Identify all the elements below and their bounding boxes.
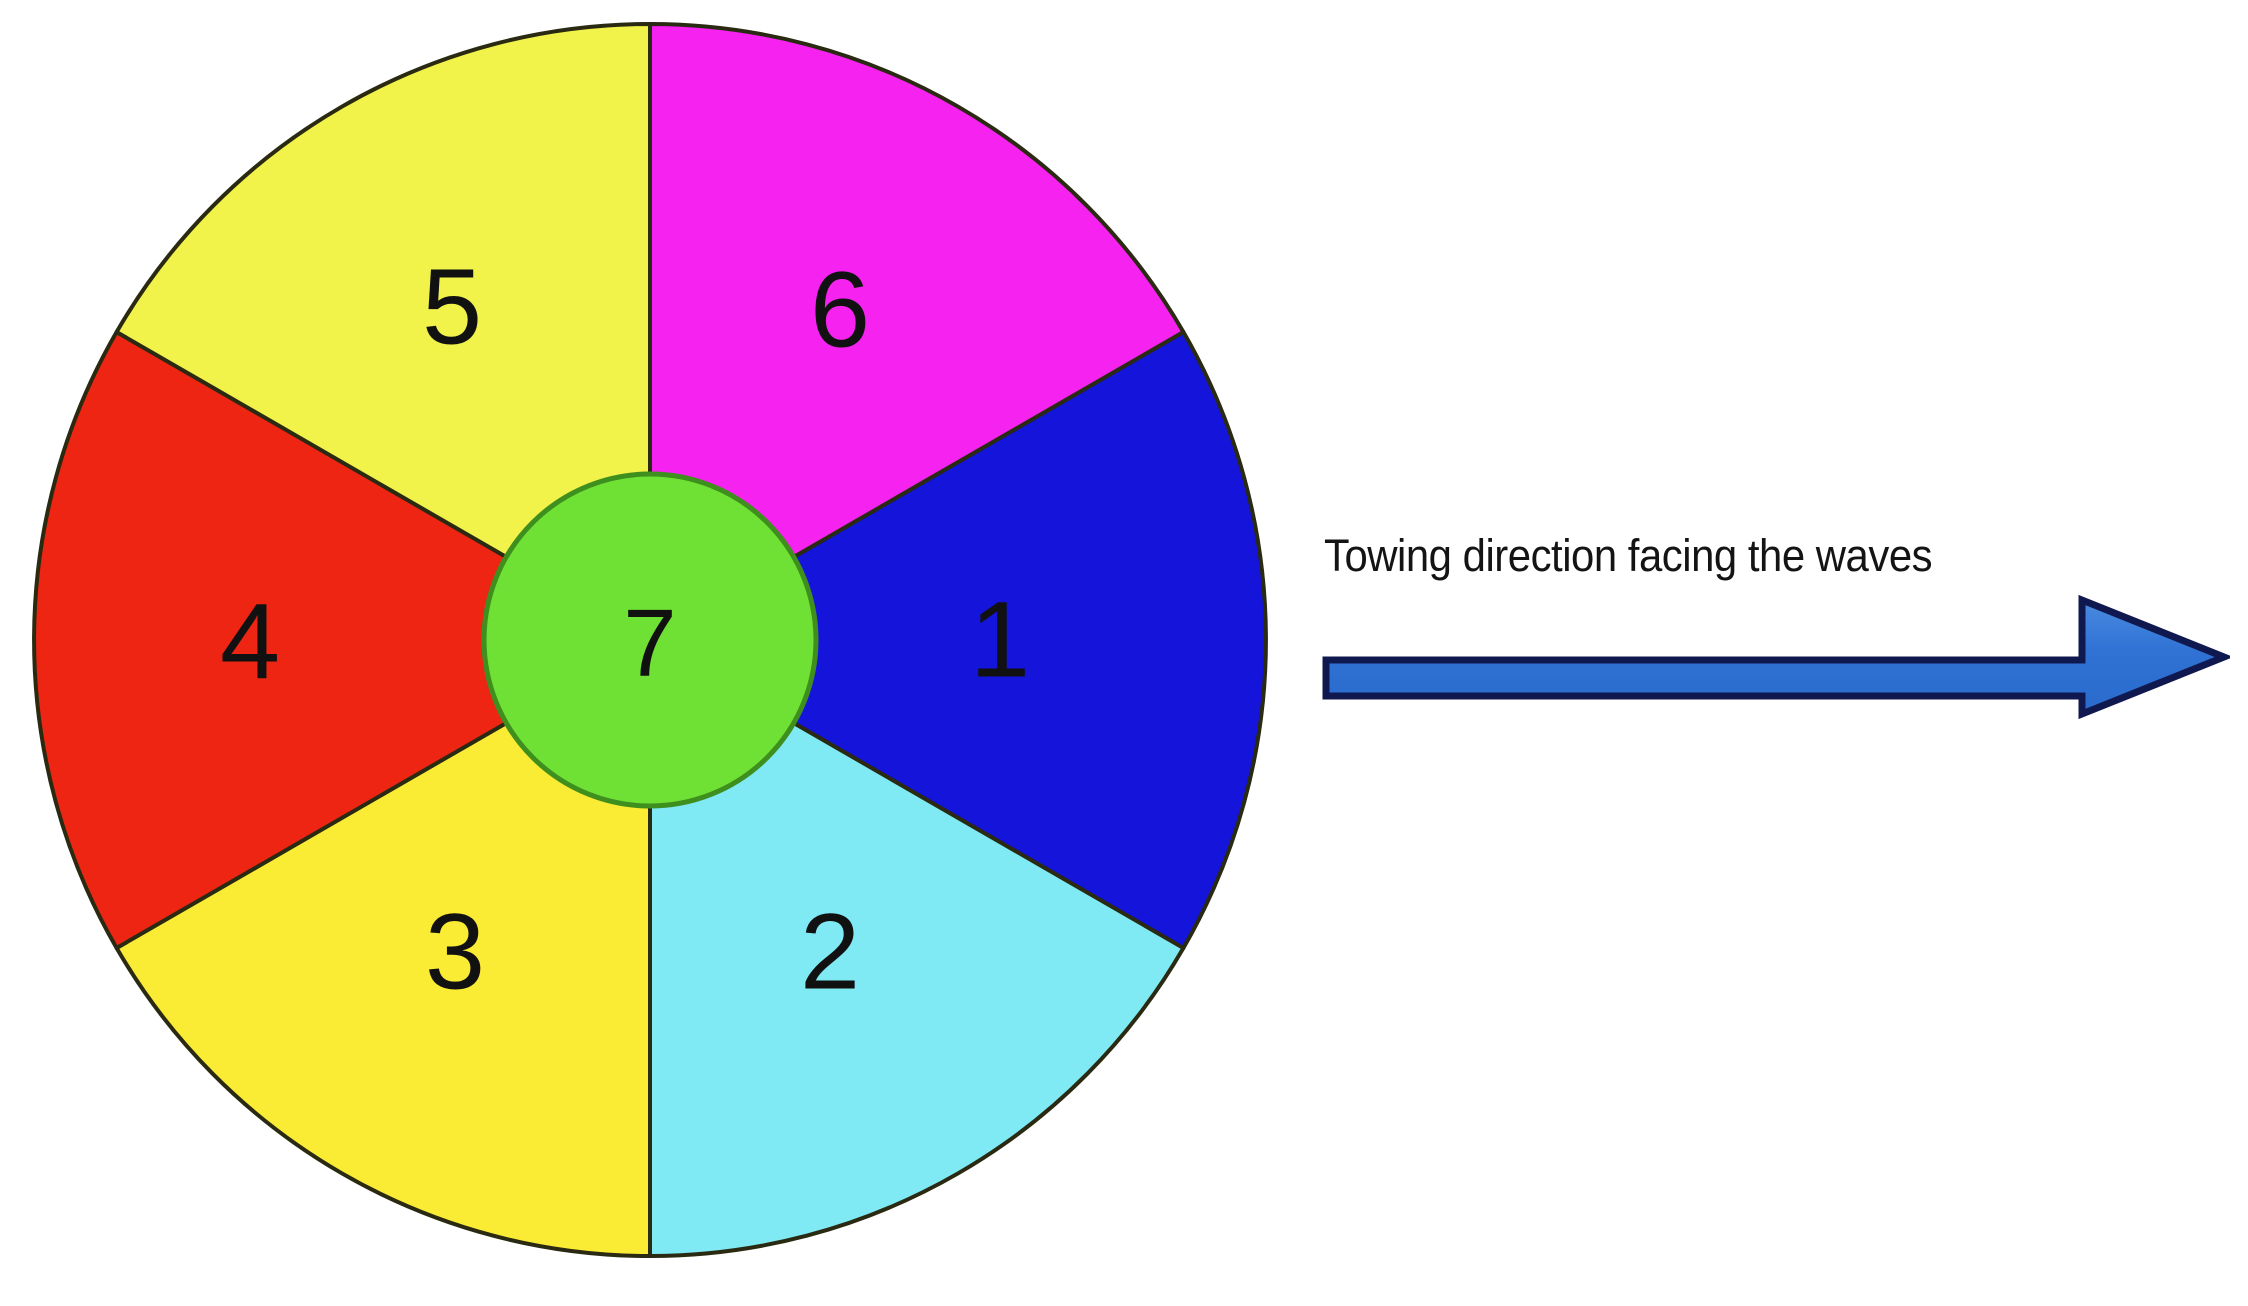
segment-label-5: 5 bbox=[422, 246, 482, 367]
wheel-segment-4[interactable] bbox=[32, 330, 652, 950]
segmented-wheel: 1 2 3 4 5 6 7 bbox=[32, 22, 1268, 1258]
towing-direction-caption: Towing direction facing the waves bbox=[1324, 530, 1933, 581]
segment-label-1: 1 bbox=[970, 579, 1030, 700]
hub-label-7: 7 bbox=[623, 589, 676, 696]
wheel-segment-6[interactable] bbox=[648, 22, 1186, 642]
segment-label-6: 6 bbox=[810, 249, 870, 370]
towing-direction-annotation: Towing direction facing the waves bbox=[1322, 530, 2242, 750]
wheel-segment-3[interactable] bbox=[114, 638, 652, 1258]
segment-label-3: 3 bbox=[425, 891, 485, 1012]
segment-label-4: 4 bbox=[220, 581, 280, 702]
segment-label-2: 2 bbox=[800, 891, 860, 1012]
arrow-shape bbox=[1322, 594, 2230, 720]
wheel-segment-2[interactable] bbox=[648, 638, 1186, 1258]
wheel-segment-5[interactable] bbox=[114, 22, 652, 642]
wheel-hub-segment-7[interactable] bbox=[481, 471, 819, 809]
towing-direction-arrow-icon bbox=[1322, 594, 2230, 720]
wheel-segment-1[interactable] bbox=[648, 330, 1268, 950]
